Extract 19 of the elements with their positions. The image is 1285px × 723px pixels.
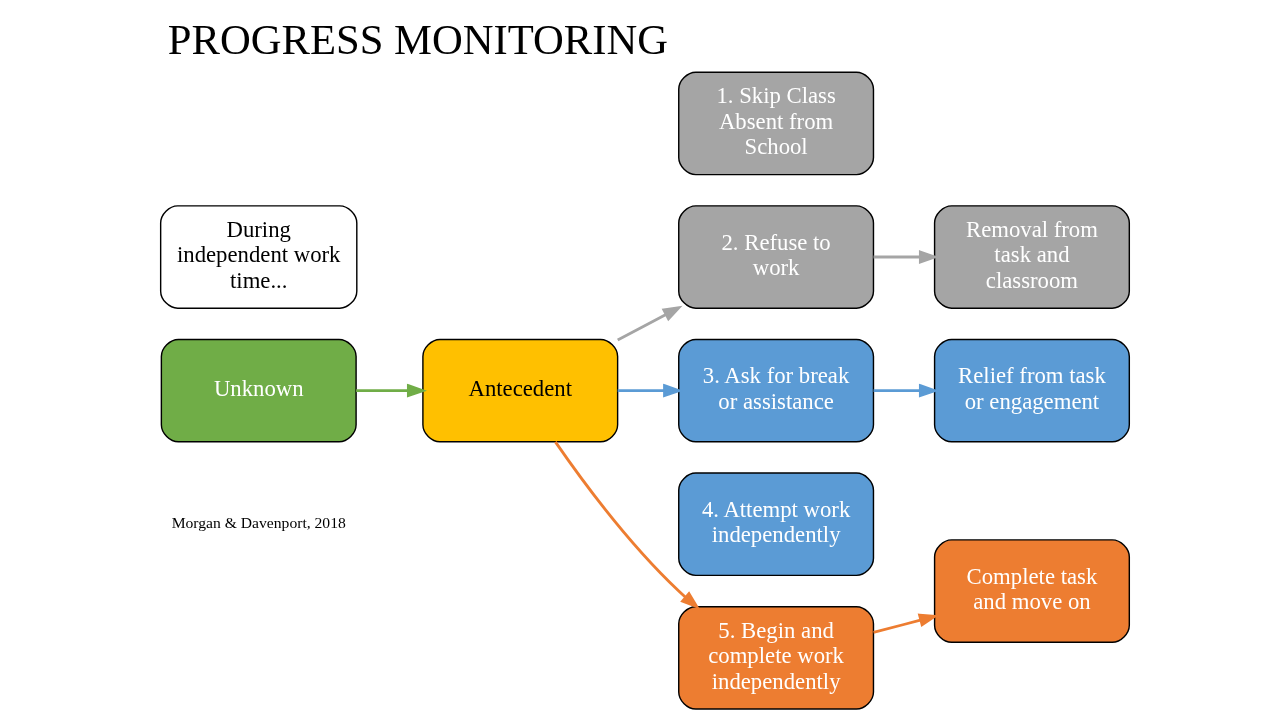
node-box: 1. Skip Class Absent from School [678, 71, 875, 176]
node-box: Removal from task and classroom [933, 205, 1130, 309]
arrow [873, 383, 939, 398]
arrow [873, 250, 939, 264]
arrow [356, 383, 427, 398]
node-box: 3. Ask for break or assistance [678, 338, 875, 443]
diagram-title: PROGRESS MONITORING [167, 15, 668, 63]
arrow [554, 441, 700, 610]
arrow [617, 305, 683, 342]
node-box: Complete task and move on [933, 539, 1130, 643]
node-box: 4. Attempt work independently [678, 472, 875, 577]
node-box: Antecedent [422, 338, 619, 443]
node-box: Relief from task or engagement [933, 338, 1130, 443]
node-box: Unknown [160, 338, 357, 443]
arrow [873, 613, 939, 634]
label: Morgan & Davenport, 2018 [171, 514, 346, 532]
node-box: During independent work time... [159, 205, 358, 309]
node-box: 5. Begin and complete work independently [678, 605, 875, 710]
node-box: 2. Refuse to work [678, 205, 875, 309]
